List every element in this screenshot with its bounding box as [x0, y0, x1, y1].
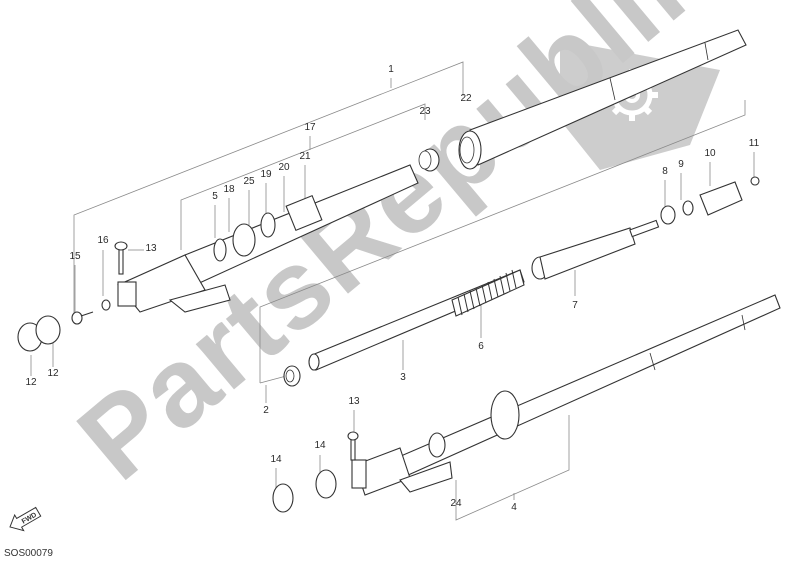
callout-14: 14	[270, 454, 282, 465]
callout-12: 12	[47, 368, 59, 379]
callout-17: 17	[304, 122, 316, 133]
callout-2: 2	[263, 405, 269, 416]
callout-25: 25	[243, 176, 255, 187]
bush-23	[418, 148, 440, 172]
callout-21: 21	[299, 151, 311, 162]
callout-24: 24	[450, 498, 462, 509]
svg-text:FWD: FWD	[21, 512, 38, 526]
callout-13: 13	[145, 243, 157, 254]
callout-23: 23	[419, 106, 431, 117]
fork-leg-4	[347, 294, 781, 496]
clamps-12	[17, 315, 61, 352]
fork-leg-17	[114, 164, 419, 313]
callout-13: 13	[348, 396, 360, 407]
fwd-arrow-icon: FWD	[9, 506, 42, 532]
callout-5: 5	[212, 191, 218, 202]
cap-parts-8-11	[660, 176, 760, 225]
callout-11: 11	[748, 138, 760, 149]
callout-22: 22	[460, 93, 472, 104]
leader-lines	[30, 61, 755, 521]
callout-9: 9	[678, 159, 684, 170]
callout-10: 10	[704, 148, 716, 159]
washer-16	[101, 299, 111, 311]
bush-2	[283, 365, 301, 387]
callout-6: 6	[478, 341, 484, 352]
callout-20: 20	[278, 162, 290, 173]
callout-12: 12	[25, 377, 37, 388]
callout-18: 18	[223, 184, 235, 195]
callout-15: 15	[69, 251, 81, 262]
bolt-15	[71, 311, 94, 325]
callout-1: 1	[388, 64, 394, 75]
outer-tube-22	[458, 29, 747, 170]
clamps-14	[272, 469, 337, 513]
drawing-code: SOS00079	[4, 548, 53, 559]
callout-4: 4	[511, 502, 517, 513]
cartridge-7	[531, 219, 660, 280]
callout-14: 14	[314, 440, 326, 451]
spring-6	[451, 269, 525, 317]
callout-8: 8	[662, 166, 668, 177]
callout-7: 7	[572, 300, 578, 311]
callout-3: 3	[400, 372, 406, 383]
callout-19: 19	[260, 169, 272, 180]
callout-16: 16	[97, 235, 109, 246]
